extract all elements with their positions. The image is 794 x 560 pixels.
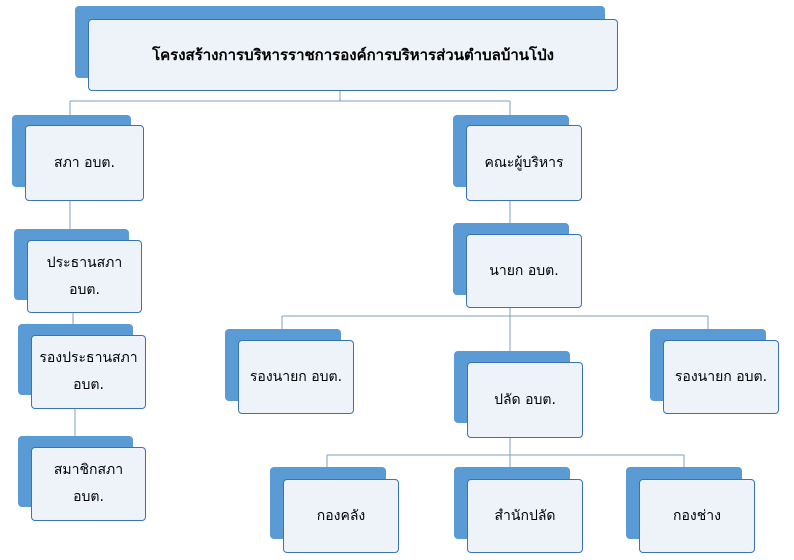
mayor-label: นายก อบต. (489, 262, 559, 279)
title-card: โครงสร้างการบริหารราชการองค์การบริหารส่ว… (88, 19, 618, 91)
finance-division-node: กองคลัง (270, 467, 399, 553)
executive-card: คณะผู้บริหาร (466, 125, 582, 201)
chairman-node: ประธานสภา อบต. (14, 229, 142, 313)
engineering-division-label: กองช่าง (673, 507, 721, 524)
deputy-mayor-left-node: รองนายก อบต. (225, 329, 354, 414)
chairman-label: ประธานสภา อบต. (46, 254, 123, 298)
members-card: สมาชิกสภา อบต. (31, 447, 146, 521)
finance-division-label: กองคลัง (316, 507, 366, 524)
office-division-node: สำนักปลัด (454, 467, 583, 553)
deputy-mayor-right-card: รองนายก อบต. (663, 340, 779, 414)
vice-chairman-label: รองประธานสภา อบต. (39, 350, 138, 393)
vice-chairman-node: รองประธานสภา อบต. (18, 324, 146, 409)
council-label: สภา อบต. (54, 154, 115, 171)
executive-node: คณะผู้บริหาร (453, 115, 582, 201)
org-chart-title: โครงสร้างการบริหารราชการองค์การบริหารส่ว… (75, 6, 618, 91)
chief-administrator-node: ปลัด อบต. (454, 351, 583, 438)
chief-administrator-card: ปลัด อบต. (467, 362, 583, 438)
council-node: สภา อบต. (12, 115, 144, 201)
deputy-mayor-left-card: รองนายก อบต. (238, 340, 354, 414)
chief-administrator-label: ปลัด อบต. (494, 391, 556, 408)
deputy-mayor-left-label: รองนายก อบต. (249, 368, 343, 385)
members-node: สมาชิกสภา อบต. (18, 436, 146, 521)
office-division-card: สำนักปลัด (467, 479, 583, 553)
chairman-card: ประธานสภา อบต. (27, 240, 142, 313)
mayor-node: นายก อบต. (453, 223, 582, 308)
council-card: สภา อบต. (25, 125, 144, 201)
executive-label: คณะผู้บริหาร (484, 154, 564, 171)
members-label: สมาชิกสภา อบต. (53, 462, 124, 505)
deputy-mayor-right-node: รองนายก อบต. (650, 329, 779, 414)
vice-chairman-card: รองประธานสภา อบต. (31, 335, 146, 409)
deputy-mayor-right-label: รองนายก อบต. (674, 368, 768, 385)
engineering-division-card: กองช่าง (639, 479, 755, 553)
mayor-card: นายก อบต. (466, 234, 582, 308)
finance-division-card: กองคลัง (283, 479, 399, 553)
title-text: โครงสร้างการบริหารราชการองค์การบริหารส่ว… (152, 45, 554, 64)
engineering-division-node: กองช่าง (626, 467, 755, 553)
office-division-label: สำนักปลัด (494, 507, 556, 524)
